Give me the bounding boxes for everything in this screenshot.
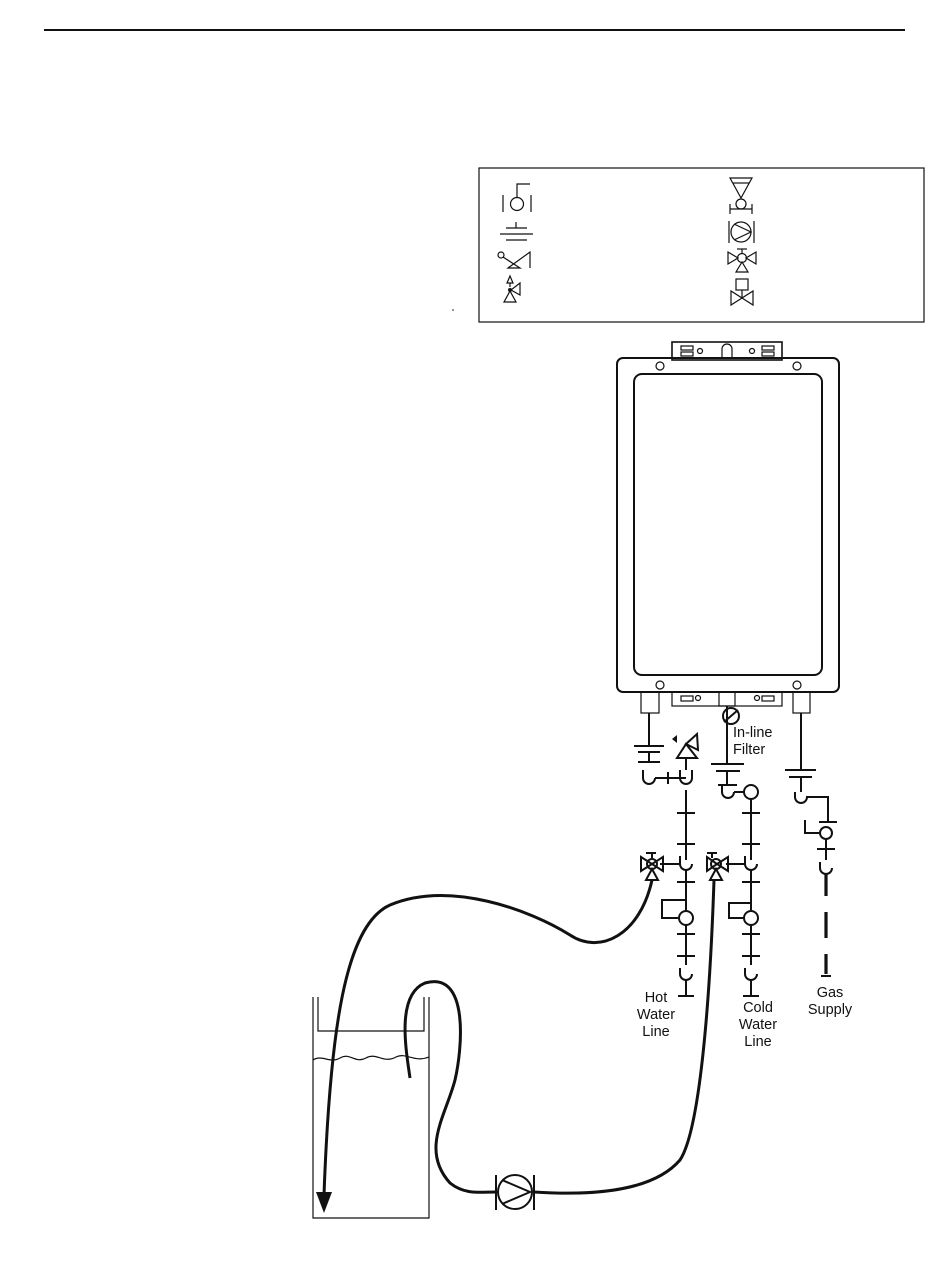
gas-supply-piping: [785, 713, 837, 976]
hot-water-line-label: Hot Water Line: [626, 990, 686, 1041]
inline-filter-label-line2: Filter: [733, 742, 773, 759]
inline-filter-label-line1: In-line: [733, 725, 773, 742]
union-icon: [500, 222, 533, 240]
drain-valve-icon: [730, 178, 752, 214]
isolation-valve-icon: [728, 249, 756, 272]
hot-water-line-label-line3: Line: [626, 1024, 686, 1041]
cold-water-line-label: Cold Water Line: [728, 1000, 788, 1051]
check-valve-icon: [503, 184, 531, 212]
bucket: [313, 997, 429, 1218]
legend-box: [479, 168, 924, 322]
cold-water-line-label-line3: Line: [728, 1034, 788, 1051]
hot-water-line-label-line2: Water: [626, 1007, 686, 1024]
pump-icon: [496, 1175, 534, 1210]
hot-water-line-label-line1: Hot: [626, 990, 686, 1007]
gas-supply-label-line2: Supply: [800, 1002, 860, 1019]
relief-lever-icon: [498, 252, 530, 268]
inline-filter-label: In-line Filter: [733, 725, 773, 759]
gas-supply-label-line1: Gas: [800, 985, 860, 1002]
cold-water-line-label-line2: Water: [728, 1017, 788, 1034]
drain-hose: [316, 880, 652, 1213]
hot-water-piping: [634, 713, 698, 996]
relief-valve-icon: [504, 276, 520, 302]
cold-water-line-label-line1: Cold: [728, 1000, 788, 1017]
gas-supply-label: Gas Supply: [800, 985, 860, 1019]
pump-icon: [729, 221, 754, 243]
solenoid-valve-icon: [731, 279, 753, 305]
water-heater-unit: [617, 342, 839, 713]
